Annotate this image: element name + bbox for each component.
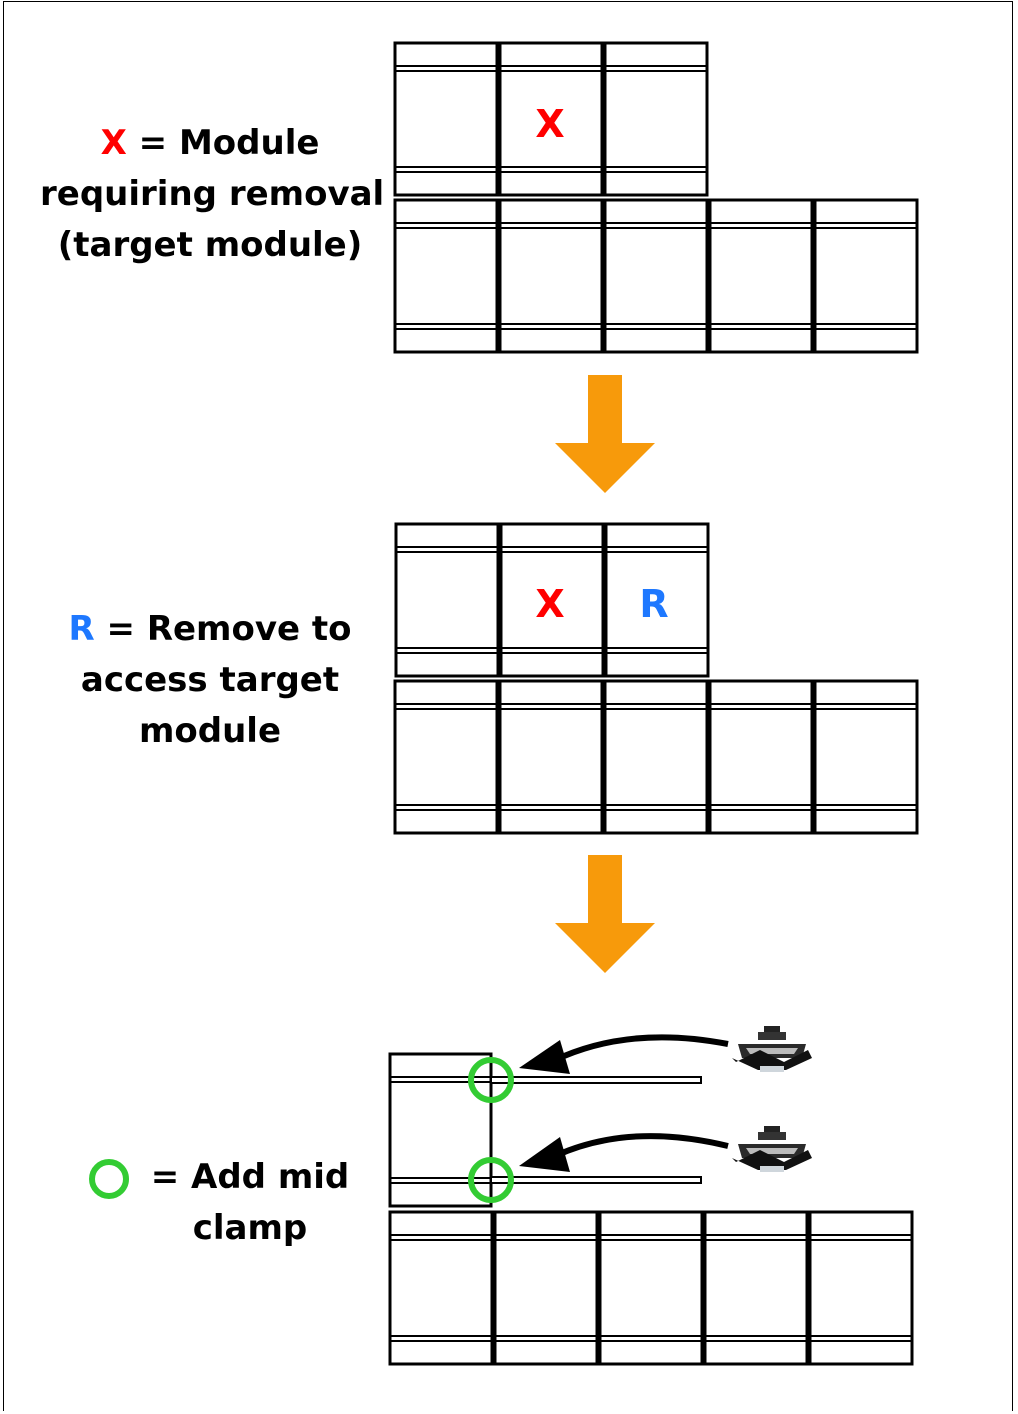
step3-bottom-module-4 — [703, 1210, 809, 1366]
flow-arrows — [555, 375, 655, 973]
mid-clamp-location-top — [468, 1057, 514, 1103]
target-symbol: X — [100, 123, 127, 163]
step1-legend-line3: (target module) — [57, 225, 363, 265]
step2-legend-line3: module — [138, 711, 282, 751]
step2-bottom-module-2 — [498, 679, 604, 835]
step2-legend-line2: access target — [80, 660, 340, 700]
rail-bottom — [490, 1176, 702, 1184]
step1-legend-line1: X = Module — [40, 118, 380, 169]
step1-target-mark: X — [535, 102, 564, 146]
module-marks: X X R — [535, 102, 668, 626]
callout-arrow-top — [553, 1034, 729, 1063]
step1-bottom-module-3 — [603, 198, 709, 354]
step1-bottom-module-4 — [708, 198, 814, 354]
step2-bottom-module-1 — [393, 679, 499, 835]
step2-remove-mark: R — [639, 582, 668, 626]
step3-legend: = Add mid clamp — [150, 1152, 350, 1254]
step2-bottom-module-4 — [708, 679, 814, 835]
step1-bottom-module-1 — [393, 198, 499, 354]
mid-clamp-location-bottom — [468, 1157, 514, 1203]
step1-legend-line2: requiring removal — [40, 174, 385, 214]
down-arrow-step2-to-step3 — [555, 855, 655, 973]
step1-bottom-module-5 — [813, 198, 919, 354]
step1-legend-line1-text: = Module — [126, 123, 320, 163]
step1-bottom-module-2 — [498, 198, 604, 354]
step2-top-module-1 — [394, 522, 500, 678]
step2-top-module-3 — [604, 522, 710, 678]
step2-legend: R = Remove to access target module — [40, 604, 380, 757]
down-arrow-step1-to-step2 — [555, 375, 655, 493]
callout-arrow-bottom — [553, 1133, 729, 1159]
step3-bottom-module-5 — [808, 1210, 914, 1366]
callout-arrowhead-bottom — [519, 1137, 570, 1172]
remove-symbol: R — [68, 609, 95, 649]
step3-clamp-callouts — [468, 1026, 812, 1203]
step2-bottom-module-5 — [813, 679, 919, 835]
green-circle-icon — [89, 1159, 129, 1199]
step3-bottom-module-1 — [388, 1210, 494, 1366]
step2-legend-line1: R = Remove to — [40, 604, 380, 655]
step2-top-module-2 — [499, 522, 605, 678]
mid-clamp-icon — [732, 1126, 812, 1172]
step3-top-module-1 — [388, 1052, 493, 1208]
step3-bottom-module-3 — [598, 1210, 704, 1366]
step1-top-module-3 — [603, 41, 709, 197]
step3-bottom-module-2 — [493, 1210, 599, 1366]
step3-legend-line1: = Add mid — [150, 1157, 350, 1197]
module-grid — [388, 41, 919, 1366]
step3-legend-line2: clamp — [192, 1208, 308, 1248]
step1-top-module-1 — [393, 41, 499, 197]
figure-border — [3, 1, 1013, 1411]
step1-legend: X = Module requiring removal (target mod… — [40, 118, 385, 271]
callout-arrowhead-top — [519, 1040, 570, 1074]
step2-target-mark: X — [535, 582, 564, 626]
mid-clamp-icon — [732, 1026, 812, 1072]
rail-top — [490, 1076, 702, 1084]
step2-legend-line1-text: = Remove to — [94, 609, 352, 649]
step2-bottom-module-3 — [603, 679, 709, 835]
step1-top-module-2 — [498, 41, 604, 197]
